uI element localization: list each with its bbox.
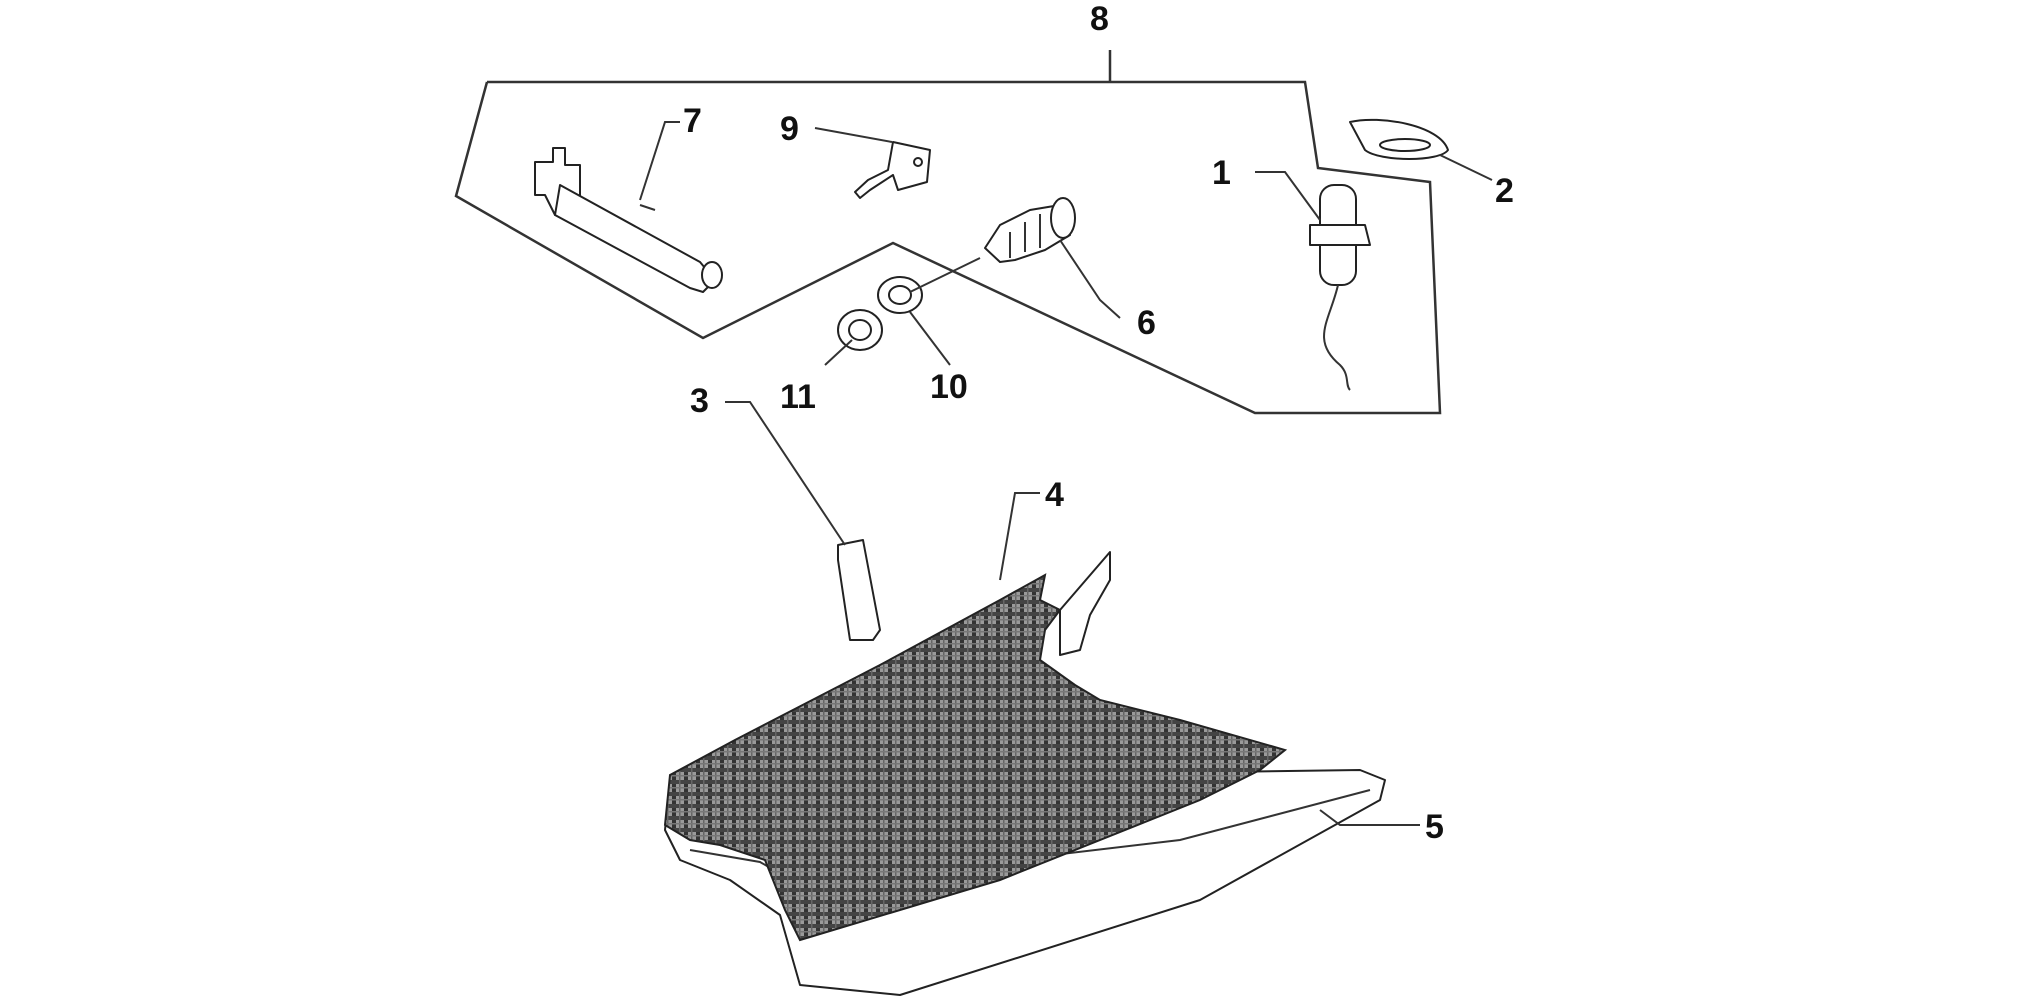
part-1-ignition-switch — [1309, 184, 1371, 391]
leader-5 — [1319, 809, 1420, 826]
part-3-plate — [837, 539, 881, 641]
callout-5: 5 — [1425, 808, 1444, 846]
leader-11 — [824, 339, 853, 366]
part-6-lock-cylinder — [984, 197, 1076, 263]
leader-10 — [909, 311, 951, 366]
callout-8: 8 — [1090, 0, 1109, 38]
part-4-floor-mat — [663, 573, 1288, 942]
leader-1 — [1255, 171, 1321, 221]
callout-9: 9 — [780, 110, 799, 148]
callout-2: 2 — [1495, 172, 1514, 210]
leader-4 — [999, 492, 1040, 581]
leader-7 — [639, 121, 680, 201]
leader-2 — [1439, 154, 1493, 181]
callout-7: 7 — [683, 102, 702, 140]
leader-3 — [725, 401, 846, 546]
callout-6: 6 — [1137, 304, 1156, 342]
leader-9 — [814, 127, 893, 143]
leader-6 — [1059, 239, 1121, 319]
part-4-mat-flap — [1059, 551, 1111, 656]
callout-10: 10 — [930, 368, 968, 406]
callout-4: 4 — [1045, 476, 1064, 514]
part-10-washer-hole — [888, 285, 912, 305]
leader-6-axis — [909, 257, 981, 293]
part-2-cover-cap — [1349, 118, 1449, 160]
callout-1: 1 — [1212, 154, 1231, 192]
callout-11: 11 — [780, 378, 816, 416]
assembly-8-bracket — [454, 50, 1442, 415]
part-7-lever-assembly — [534, 147, 723, 293]
part-9-key — [854, 141, 931, 199]
callout-3: 3 — [690, 382, 709, 420]
part-11-nut-hole — [848, 319, 872, 341]
